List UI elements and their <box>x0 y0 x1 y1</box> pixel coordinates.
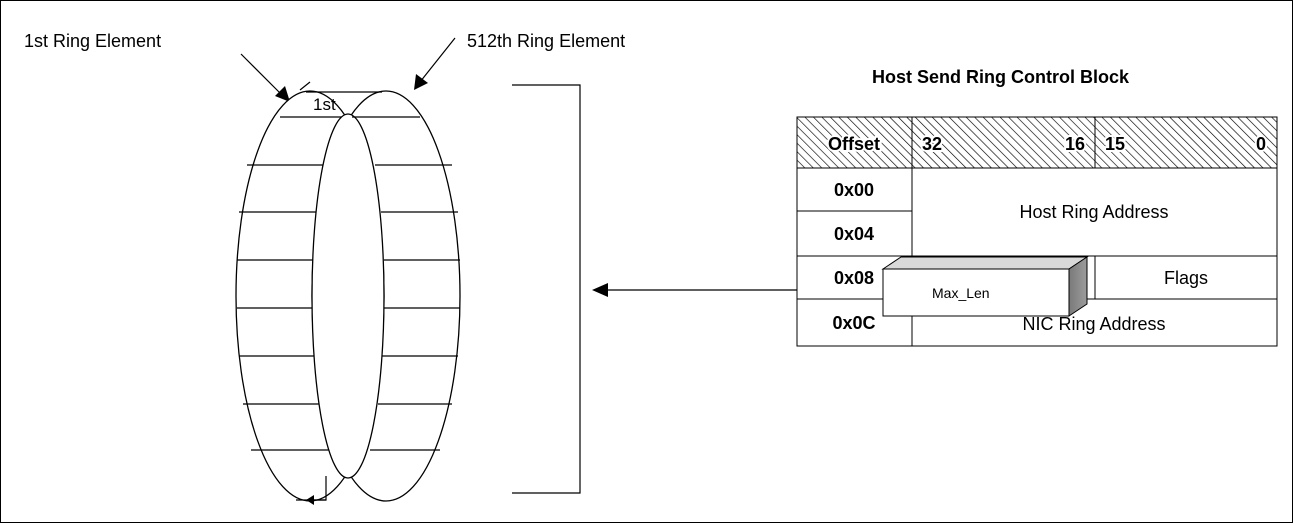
nic-ring-address: NIC Ring Address <box>1022 314 1165 334</box>
header-low-cell <box>1094 116 1278 169</box>
header-bit-15: 15 <box>1105 134 1125 154</box>
ring-inner-hole <box>311 113 385 479</box>
nic-ring-address-cell <box>911 298 1278 347</box>
offset-0x04: 0x04 <box>834 224 874 244</box>
ring-slots-left <box>237 116 345 451</box>
last-ring-element-label: 512th Ring Element <box>467 31 625 51</box>
ring-bracket <box>512 84 581 494</box>
host-ring-address: Host Ring Address <box>1019 202 1168 222</box>
offset-0x0c: 0x0C <box>832 313 875 333</box>
offset-cell-0x00 <box>796 167 913 212</box>
control-block-title: Host Send Ring Control Block <box>872 67 1130 87</box>
first-ring-element-label: 1st Ring Element <box>24 31 161 51</box>
header-bit-16: 16 <box>1065 134 1085 154</box>
wrap-around-arrow <box>306 476 327 505</box>
max-len-box-front <box>882 268 1070 317</box>
offset-cell-0x04 <box>796 210 913 257</box>
max-len-box: Max_Len <box>881 256 1089 317</box>
first-marker-label: 1st <box>313 95 336 114</box>
last-element-pointer <box>414 37 456 90</box>
max-len-label: Max_Len <box>932 285 990 301</box>
header-offset: Offset <box>828 134 880 154</box>
header-offset-cell <box>796 116 913 169</box>
flags-cell <box>1094 255 1278 300</box>
ring-slots-right <box>352 116 460 451</box>
offset-0x00: 0x00 <box>834 180 874 200</box>
offset-0x08: 0x08 <box>834 268 874 288</box>
header-bit-0: 0 <box>1256 134 1266 154</box>
ring-buffer: 1st <box>235 81 461 505</box>
max-len-box-top <box>881 256 1089 270</box>
flags-label: Flags <box>1164 268 1208 288</box>
header-bit-32: 32 <box>922 134 942 154</box>
first-element-pointer <box>240 53 290 102</box>
